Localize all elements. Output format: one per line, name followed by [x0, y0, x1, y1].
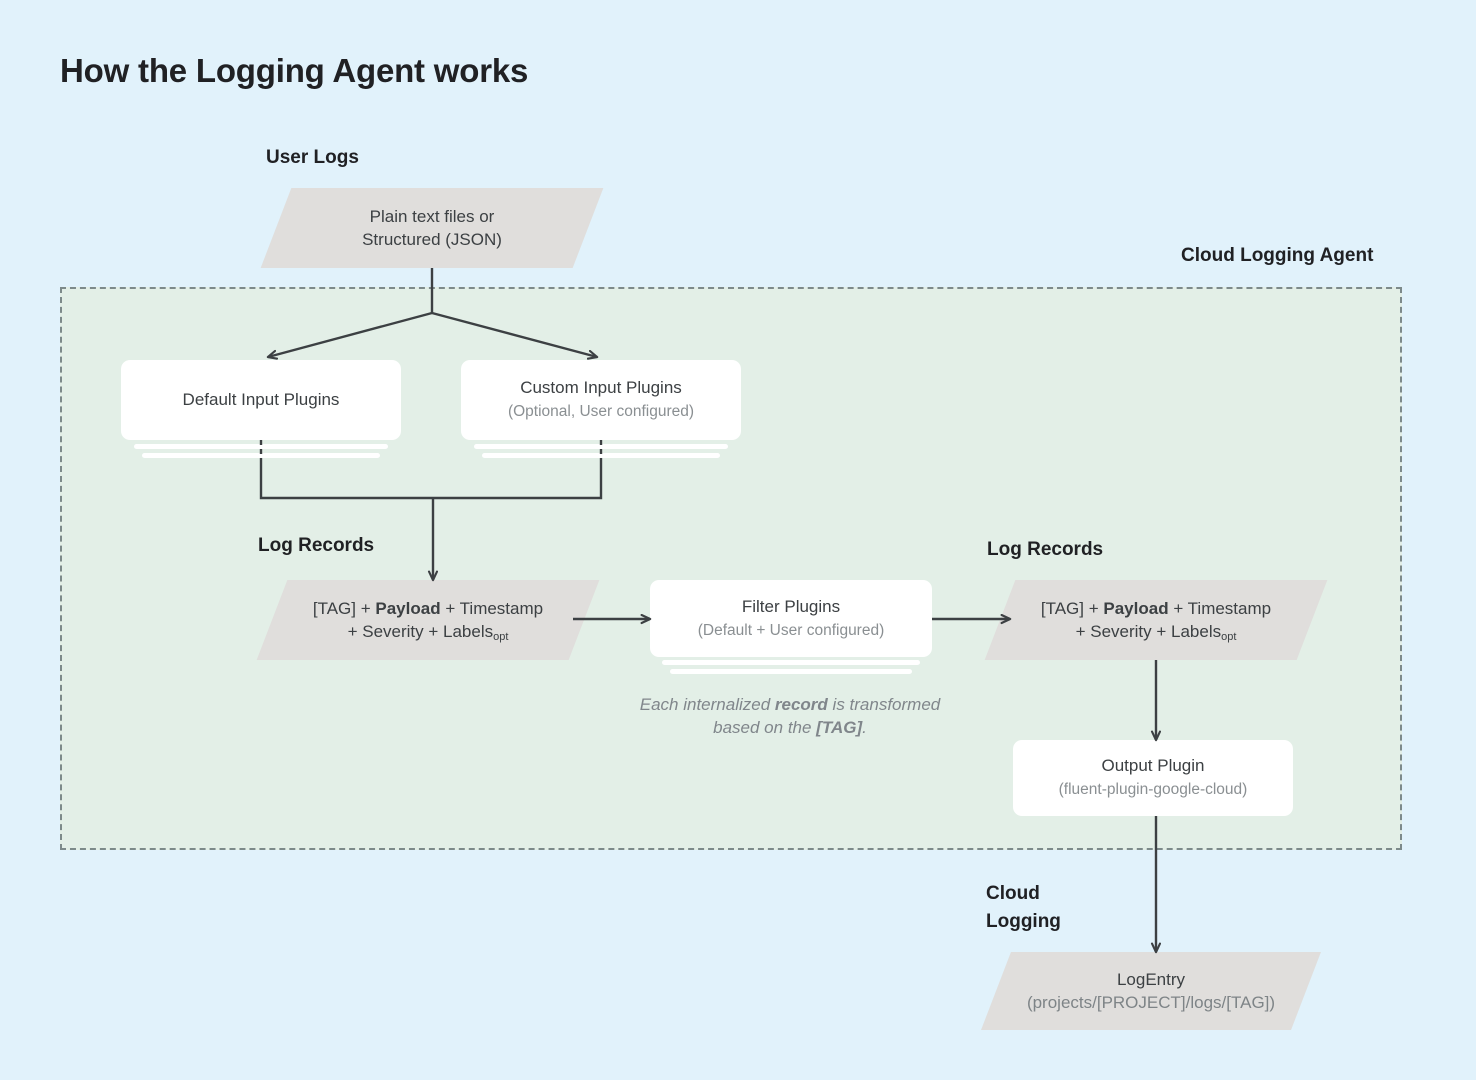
node-default-input-plugins-title: Default Input Plugins — [182, 389, 340, 409]
node-log-entry-text: LogEntry (projects/[PROJECT]/logs/[TAG]) — [996, 952, 1306, 1030]
caption-part-3: is transformed based on the — [713, 695, 941, 738]
caption-part-1: Each internalized — [639, 695, 775, 714]
node-user-logs-source-line1: Plain text files or — [369, 206, 495, 226]
label-log-records-left: Log Records — [258, 535, 375, 556]
caption-record-bold: record — [774, 695, 828, 714]
node-custom-input-plugins[interactable]: Custom Input Plugins (Optional, User con… — [461, 360, 741, 440]
timestamp-token: + Timestamp — [440, 598, 544, 618]
filter-plugins-stack-line-1 — [662, 660, 920, 665]
node-log-records-left-line2: + Severity + Labelsopt — [348, 620, 509, 643]
node-log-records-left-text: [TAG] + Payload + Timestamp + Severity +… — [272, 580, 584, 660]
node-log-records-left-line1: [TAG] + Payload + Timestamp — [313, 597, 543, 620]
node-log-entry: LogEntry (projects/[PROJECT]/logs/[TAG]) — [981, 952, 1321, 1030]
node-log-records-right-line1: [TAG] + Payload + Timestamp — [1041, 597, 1271, 620]
severity-labels-token: + Severity + Labels — [347, 622, 494, 641]
filter-plugins-stack-line-2 — [670, 669, 912, 674]
tag-token: [TAG] + — [1040, 598, 1104, 618]
node-default-input-plugins[interactable]: Default Input Plugins — [121, 360, 401, 440]
node-log-records-right-line2: + Severity + Labelsopt — [1076, 620, 1237, 643]
caption-transform-note: Each internalized record is transformed … — [620, 693, 960, 740]
payload-token: Payload — [375, 598, 441, 618]
node-log-records-right: [TAG] + Payload + Timestamp + Severity +… — [984, 580, 1328, 660]
custom-input-plugins-stack-line-2 — [482, 453, 720, 458]
node-user-logs-source: Plain text files or Structured (JSON) — [260, 188, 604, 268]
label-log-records-right: Log Records — [987, 539, 1104, 560]
node-log-records-left: [TAG] + Payload + Timestamp + Severity +… — [256, 580, 600, 660]
caption-tag-bold: [TAG] — [816, 718, 863, 738]
payload-token: Payload — [1103, 598, 1169, 618]
node-custom-input-plugins-subtitle: (Optional, User configured) — [507, 403, 695, 420]
node-log-entry-line2: (projects/[PROJECT]/logs/[TAG]) — [1026, 993, 1276, 1012]
node-log-records-right-text: [TAG] + Payload + Timestamp + Severity +… — [1000, 580, 1312, 660]
node-filter-plugins[interactable]: Filter Plugins (Default + User configure… — [650, 580, 932, 657]
default-input-plugins-stack-line-2 — [142, 453, 380, 458]
node-filter-plugins-subtitle: (Default + User configured) — [697, 621, 885, 639]
tag-token: [TAG] + — [312, 598, 376, 618]
node-filter-plugins-title: Filter Plugins — [741, 596, 841, 616]
node-output-plugin-subtitle: (fluent-plugin-google-cloud) — [1058, 781, 1248, 798]
severity-labels-token: + Severity + Labels — [1075, 622, 1222, 641]
caption-part-5: . — [862, 718, 867, 738]
custom-input-plugins-stack-line-1 — [474, 444, 728, 449]
page-title: How the Logging Agent works — [60, 52, 529, 89]
node-output-plugin-title: Output Plugin — [1101, 756, 1205, 776]
node-user-logs-source-line2: Structured (JSON) — [362, 230, 502, 249]
label-cloud-logging-line2: Logging — [986, 910, 1061, 932]
node-output-plugin[interactable]: Output Plugin (fluent-plugin-google-clou… — [1013, 740, 1293, 816]
opt-subscript: opt — [493, 631, 509, 643]
node-custom-input-plugins-title: Custom Input Plugins — [520, 378, 682, 398]
node-user-logs-source-text: Plain text files or Structured (JSON) — [276, 188, 588, 268]
default-input-plugins-stack-line-1 — [134, 444, 388, 449]
label-cloud-logging-agent: Cloud Logging Agent — [1181, 245, 1374, 266]
label-user-logs: User Logs — [266, 147, 359, 168]
timestamp-token: + Timestamp — [1168, 598, 1272, 618]
opt-subscript: opt — [1221, 631, 1237, 643]
node-log-entry-line1: LogEntry — [1116, 969, 1186, 989]
label-cloud-logging-line1: Cloud — [986, 883, 1040, 904]
